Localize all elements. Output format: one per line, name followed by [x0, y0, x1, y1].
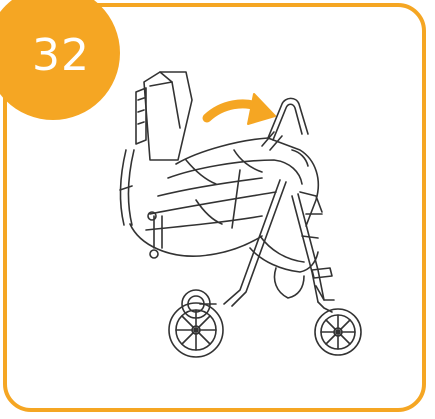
frame-legs	[148, 180, 334, 306]
canopy	[120, 72, 192, 225]
push-handle	[262, 98, 308, 150]
rear-wheel	[169, 303, 223, 357]
front-wheel	[315, 302, 361, 355]
curved-arrow-icon	[207, 94, 275, 124]
seat-body	[130, 138, 318, 262]
